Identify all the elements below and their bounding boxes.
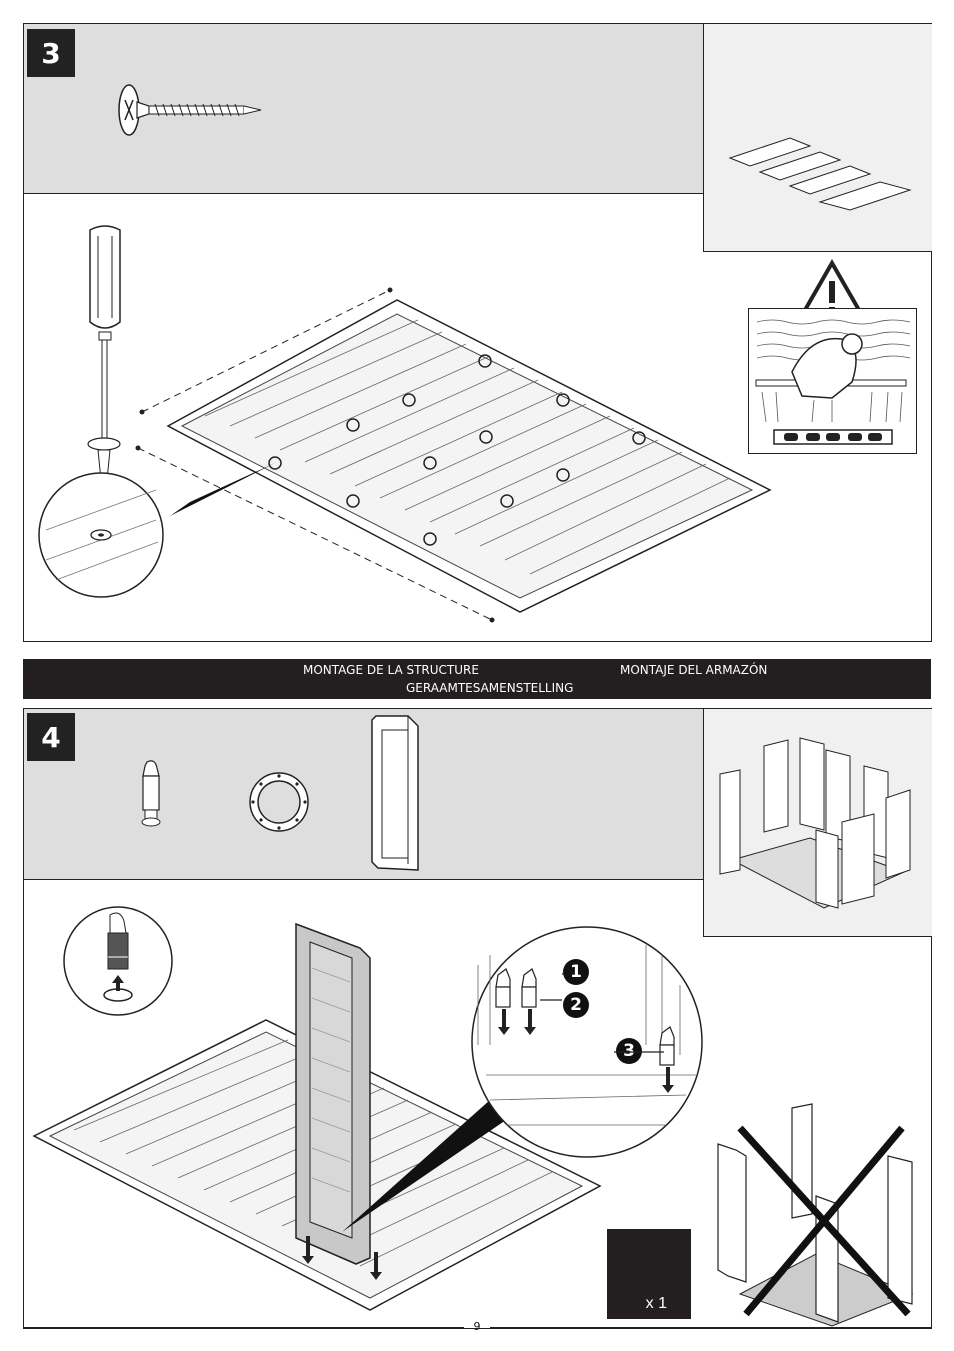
step3-frame [23,23,932,642]
screw-hole-detail-zoom [38,472,164,598]
washer-ring-icon [249,772,309,832]
pin-lock-detail-zoom [471,926,703,1158]
callout-label-1: 1 [570,962,582,982]
callout-label-3: 3 [623,1041,635,1061]
zoom-pointer-wedge [342,1100,506,1232]
floor-panels-thumbnail-icon [728,137,912,211]
banner-title-spanish: MONTAJE DEL ARMAZÓN [620,663,768,677]
floor-base-drawing [135,287,772,623]
upright-wall-panel-drawing [295,922,382,1280]
section-title-banner: MONTAGE DE LA STRUCTURE MONTAJE DEL ARMA… [23,659,931,699]
shed-walls-thumbnail-icon [719,737,911,909]
callout-badge-3: 3 [616,1038,642,1064]
callout-badge-1: 1 [563,959,589,985]
quantity-box: x 1 [607,1229,691,1319]
pin-insert-detail-zoom [63,906,173,1016]
wall-panel-icon [371,715,419,871]
callout-leader-lines [540,973,664,1053]
step4-parts-panel [24,709,703,880]
wrong-assembly-cross-icon [717,1103,914,1327]
callout-badge-2: 2 [563,992,589,1018]
step3-thumbnail-panel [703,24,932,252]
pin-connector-icon [141,760,161,827]
step4-frame [23,708,932,1329]
kneeling-worker-illustration [755,319,911,445]
step3-number-badge: 3 [27,29,75,77]
quantity-label: x 1 [645,1295,667,1312]
footer-rule-right [490,1327,932,1328]
screw-icon [118,84,262,136]
step4-number-badge: 4 [27,713,75,761]
banner-title-french: MONTAGE DE LA STRUCTURE [303,663,479,677]
page-number: 9 [473,1320,481,1333]
footer-rule-left [23,1327,464,1328]
banner-title-dutch: GERAAMTESAMENSTELLING [406,681,574,695]
callout-label-2: 2 [570,995,582,1015]
